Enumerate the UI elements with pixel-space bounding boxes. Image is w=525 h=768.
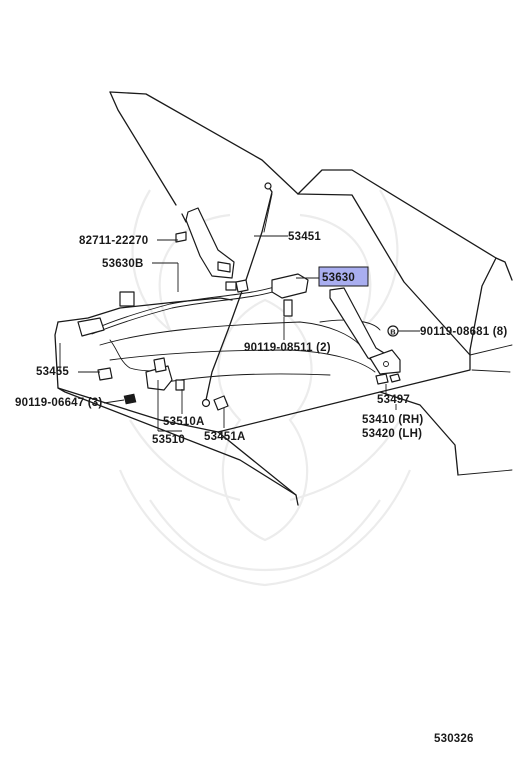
label-90119-08681: 90119-08681 (8) (420, 326, 507, 338)
label-82711-22270: 82711-22270 (79, 235, 148, 247)
hood-support-rod (201, 182, 273, 411)
body-outline (54, 297, 513, 506)
hood-bracket (185, 207, 237, 291)
hood-panel (109, 91, 513, 356)
bolt-marker-b: B (390, 328, 396, 337)
hood-latch (271, 273, 309, 317)
drawing-number: 530326 (434, 733, 474, 745)
label-53510a: 53510A (163, 416, 204, 428)
label-90119-06647: 90119-06647 (3) (15, 397, 102, 409)
release-cable (77, 231, 291, 381)
hood-lock (123, 357, 185, 405)
label-53455: 53455 (36, 366, 69, 378)
watermark-emblem (118, 189, 412, 587)
highlight-53630 (318, 266, 369, 287)
label-53410-rh: 53410 (RH) (362, 414, 423, 426)
label-53630b: 53630B (102, 258, 143, 270)
label-90119-08511: 90119-08511 (2) (244, 342, 331, 354)
label-53497: 53497 (377, 394, 410, 406)
label-53451a: 53451A (204, 431, 245, 443)
hood-hinge (329, 287, 401, 385)
part-labels: 82711-22270 53630B 53451 53630 90119-086… (15, 231, 507, 745)
label-53630: 53630 (322, 272, 355, 284)
label-53420-lh: 53420 (LH) (362, 428, 422, 440)
leader-lines (59, 235, 420, 432)
label-53510: 53510 (152, 434, 185, 446)
label-53451: 53451 (288, 231, 321, 243)
bolt-markers: B (387, 325, 399, 337)
